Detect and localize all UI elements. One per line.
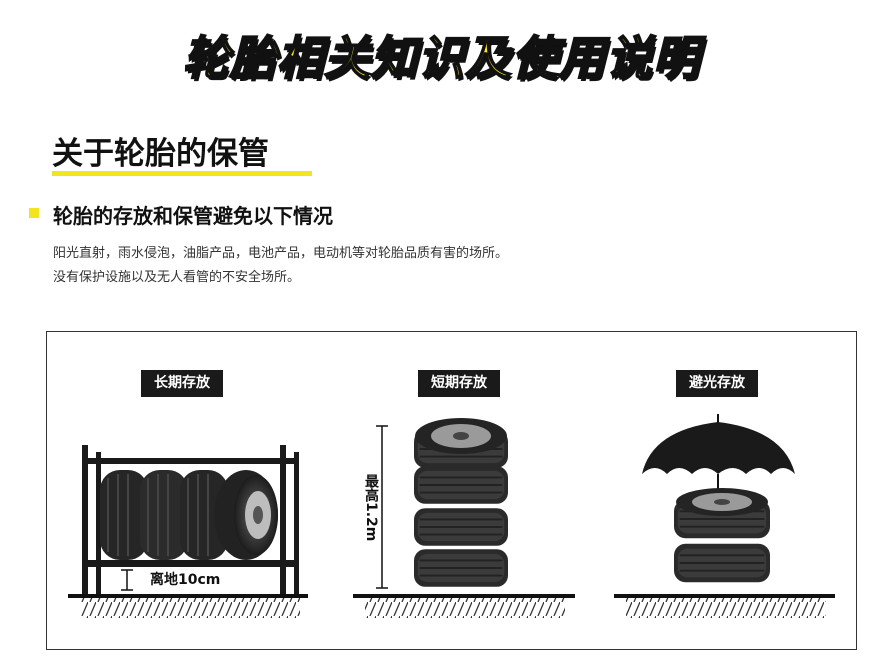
rack-post-icon xyxy=(294,452,299,594)
tag-short-term: 短期存放 xyxy=(418,370,500,397)
description-line-1: 阳光直射，雨水侵泡，油脂产品，电池产品，电动机等对轮胎品质有害的场所。 xyxy=(53,246,509,261)
rack-bottom-bar xyxy=(82,560,299,567)
rack-post-icon xyxy=(280,445,286,594)
tire-icon xyxy=(414,548,508,588)
tire-icon xyxy=(674,488,770,540)
rack-post-icon xyxy=(96,452,101,594)
tire-icon xyxy=(674,542,770,584)
section-underline xyxy=(52,171,312,176)
ground-line-3 xyxy=(614,594,835,598)
tag-avoid-light: 避光存放 xyxy=(676,370,758,397)
section-title: 关于轮胎的保管 xyxy=(52,136,269,172)
tire-icon xyxy=(214,470,278,560)
description-line-2: 没有保护设施以及无人看管的不安全场所。 xyxy=(53,270,301,285)
banner-title: 轮胎相关知识及使用说明 xyxy=(182,30,700,86)
rack-post-icon xyxy=(82,445,88,594)
umbrella-panel xyxy=(614,414,835,618)
rack-panel xyxy=(68,445,308,618)
tire-icon xyxy=(180,470,228,560)
tag-long-term: 长期存放 xyxy=(141,370,223,397)
tire-icon xyxy=(414,418,508,468)
stack-panel xyxy=(353,418,575,618)
ground-line-1 xyxy=(68,594,308,598)
rack-top-bar xyxy=(82,458,299,464)
ground-hatch-2 xyxy=(365,598,565,618)
tire-icon xyxy=(414,507,508,547)
umbrella-icon xyxy=(642,414,795,498)
ground-line-2 xyxy=(353,594,575,598)
gap-label: 离地10cm xyxy=(150,572,221,588)
ground-hatch-3 xyxy=(626,598,826,618)
bullet-square-icon xyxy=(29,208,39,218)
ground-hatch-1 xyxy=(80,598,300,618)
tire-icon xyxy=(100,470,148,560)
storage-illustration-frame xyxy=(46,331,857,650)
tire-icon xyxy=(140,470,188,560)
height-label: 最高1.2m xyxy=(363,474,379,542)
subsection-heading: 轮胎的存放和保管避免以下情况 xyxy=(53,204,333,228)
tire-icon xyxy=(414,465,508,505)
